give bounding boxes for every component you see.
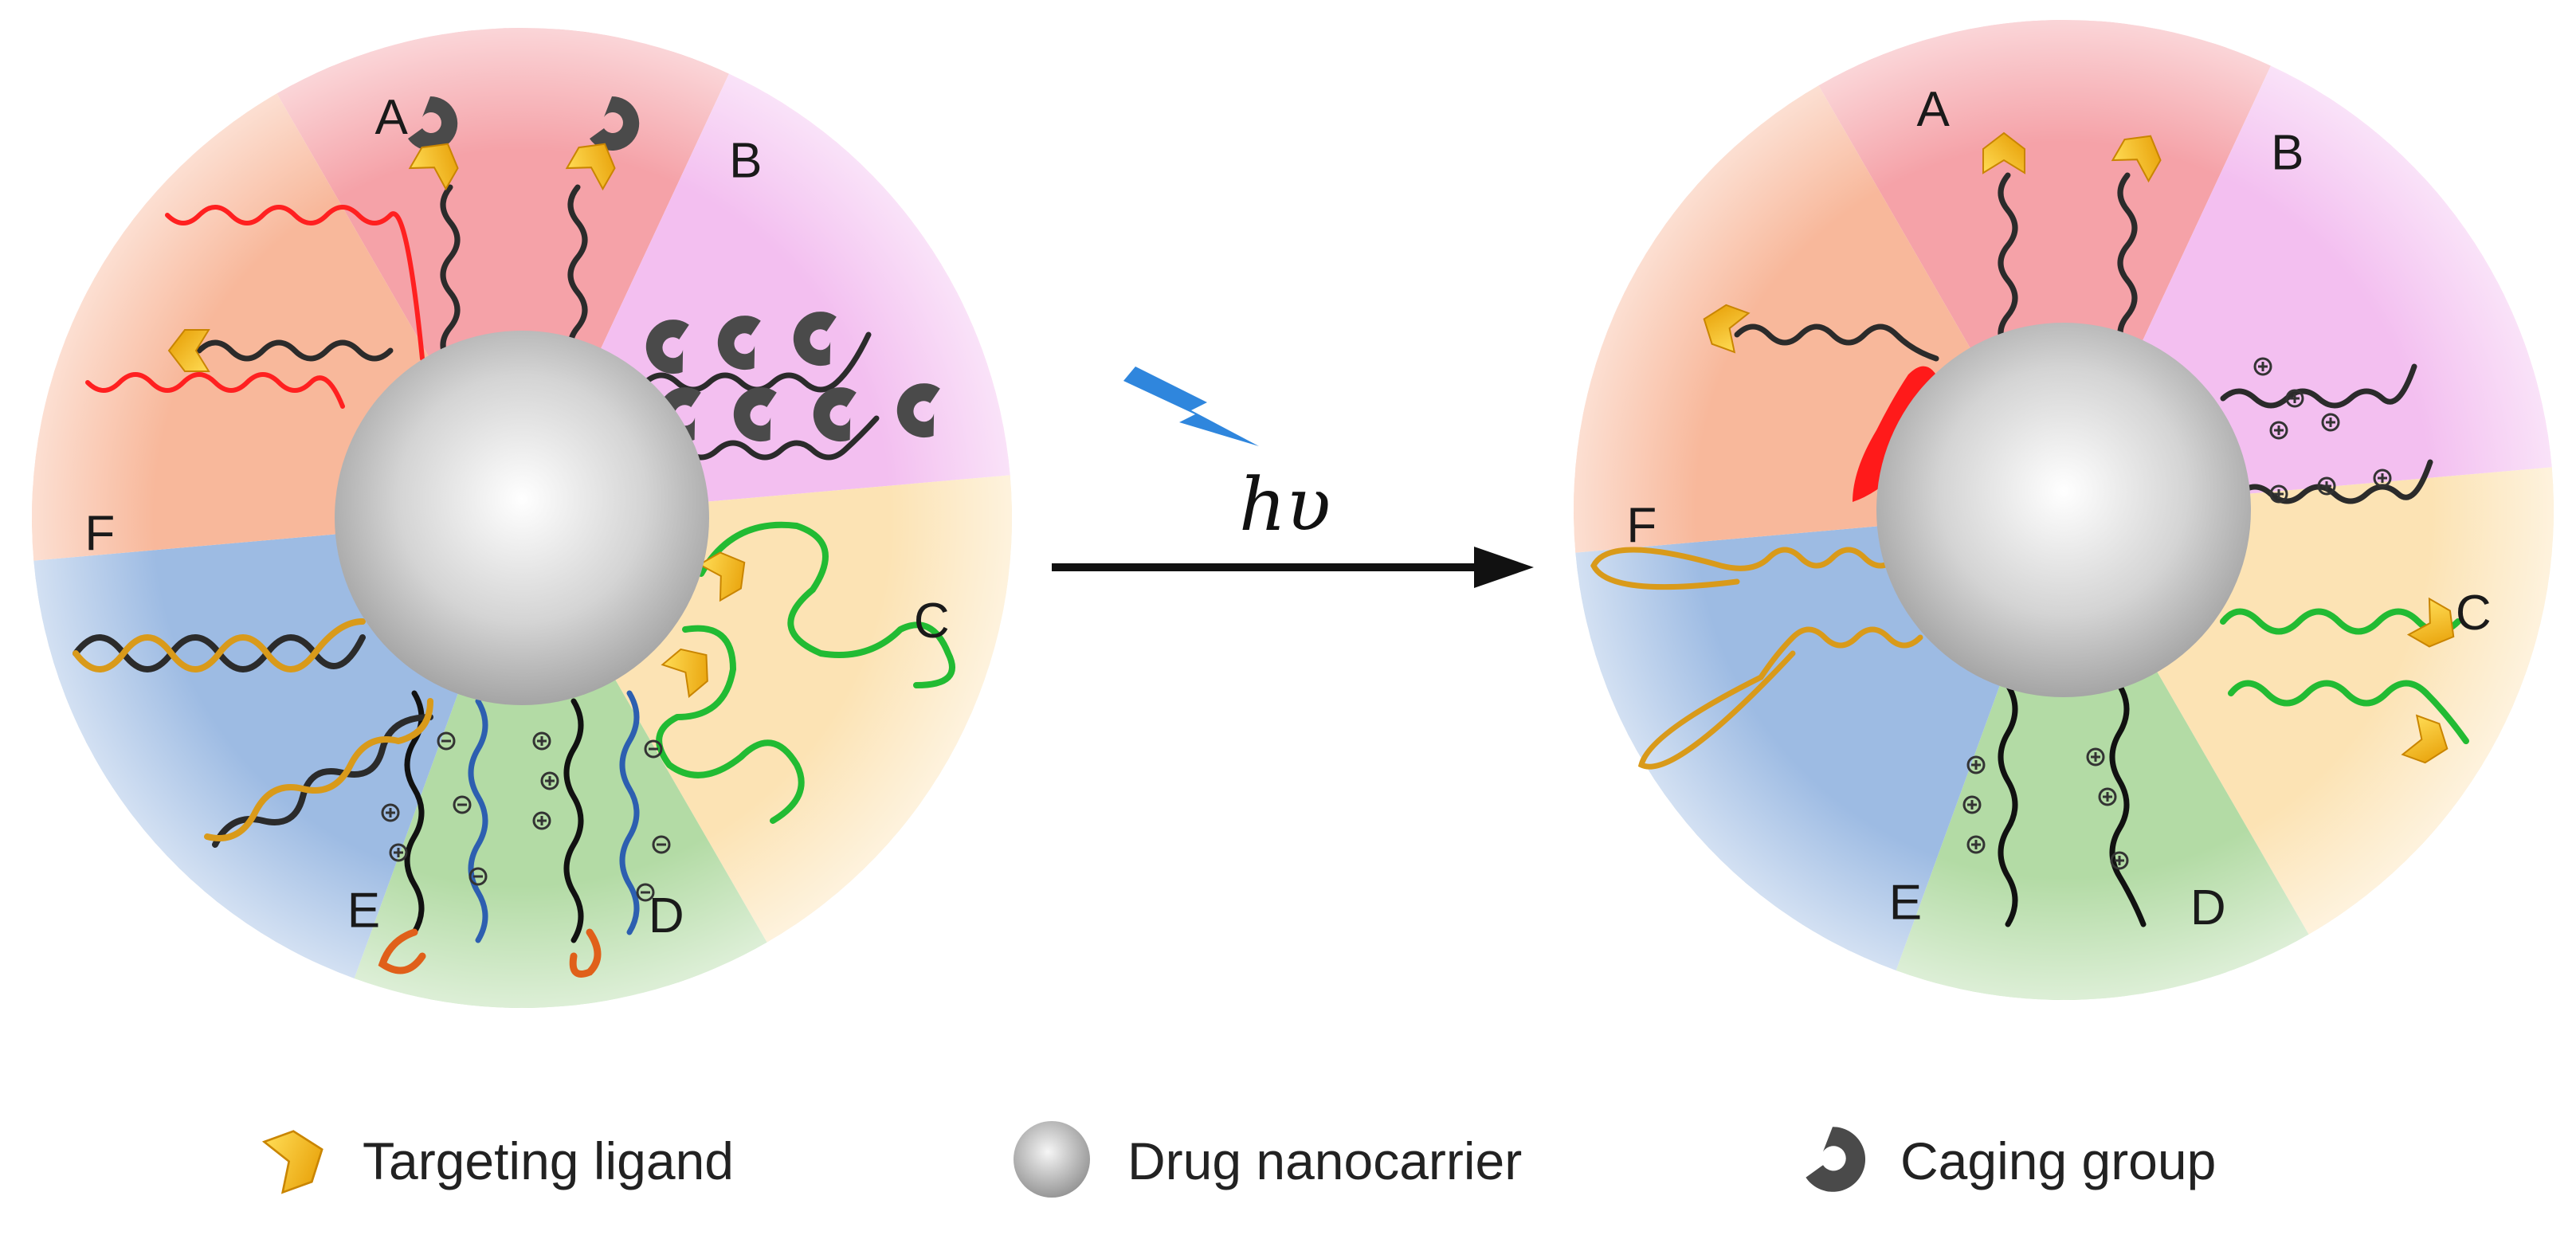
right-a-free-ligands [1998, 172, 2138, 354]
right-segment-label-b: B [2271, 126, 2304, 181]
left-segment-label-a: A [375, 90, 409, 145]
legend-nanocarrier-icon [1014, 1121, 1090, 1198]
right-d-charged-chains [1998, 682, 2147, 927]
legend-nanocarrier-label: Drug nanocarrier [1127, 1131, 1522, 1190]
left-segment-labels: A B C D E F [84, 90, 949, 943]
lightning-icon [1123, 367, 1259, 446]
right-e-released-strands [1590, 547, 1923, 770]
right-c-extended-chains [2220, 608, 2469, 744]
arrow-head [1474, 547, 1534, 588]
left-a-caged-ligands [440, 184, 588, 366]
left-segment-label-d: D [649, 888, 684, 943]
legend-ligand-icon [263, 1123, 333, 1194]
legend: Targeting ligand Drug nanocarrier Caging… [263, 1121, 2216, 1198]
left-f-red-chains [85, 205, 425, 409]
right-segment-label-a: A [1917, 82, 1951, 137]
legend-caging-icon [1806, 1127, 1866, 1192]
right-segment-label-d: D [2190, 880, 2226, 935]
legend-ligand-label: Targeting ligand [363, 1131, 734, 1190]
left-segment-label-e: E [347, 883, 380, 938]
right-segment-label-e: E [1889, 875, 1922, 930]
left-drug-nanocarrier [335, 331, 709, 705]
left-segment-label-c: C [914, 594, 950, 649]
activated-nanocarrier: A B C D E F [1574, 19, 2554, 1000]
light-activation-arrow: hυ [1052, 367, 1534, 588]
right-segment-labels: A B C D E F [1626, 82, 2491, 935]
left-e-double-helix [73, 618, 433, 848]
left-segment-label-f: F [84, 506, 115, 561]
right-segment-label-f: F [1626, 498, 1657, 553]
legend-caging-label: Caging group [1900, 1131, 2216, 1190]
caged-nanocarrier: A B C D E F [32, 27, 1012, 1008]
left-segment-label-b: B [729, 134, 762, 189]
right-drug-nanocarrier [1876, 323, 2251, 697]
hv-label: hυ [1239, 462, 1331, 547]
right-segment-label-c: C [2456, 586, 2492, 641]
left-c-coiled-chains [656, 521, 955, 824]
